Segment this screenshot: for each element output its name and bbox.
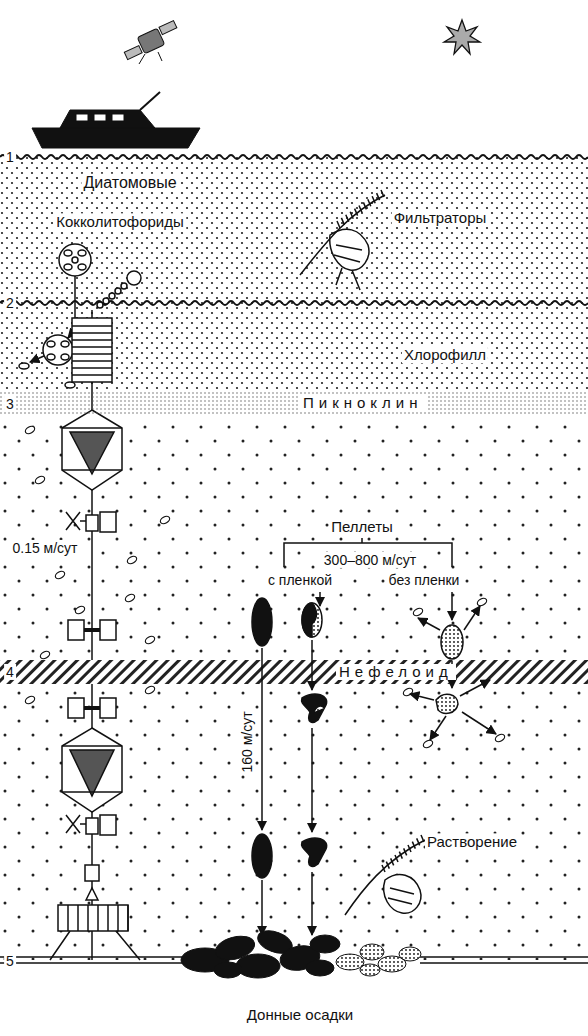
speed-label: 300–800 м/сут [322, 552, 418, 568]
band-label: Нефелоид [336, 664, 456, 681]
coccolith [144, 635, 156, 646]
organism-label: Фильтраторы [392, 209, 489, 226]
layer-number: 3 [4, 396, 16, 412]
layer-label: Хлорофилл [402, 346, 488, 363]
coccolith [126, 555, 138, 566]
coccolith [39, 650, 51, 661]
sediment-label: Донные осадки [245, 1006, 355, 1023]
coccolith [144, 685, 156, 696]
plankton-label: Диатомовые [81, 174, 178, 192]
layer-number: 2 [4, 295, 16, 311]
coccolith [476, 597, 488, 608]
coccolith [124, 593, 136, 604]
coccolith [24, 425, 36, 436]
layer-number: 1 [4, 149, 16, 165]
pellet-type: с пленкой [266, 572, 334, 588]
process-label: Растворение [425, 833, 519, 850]
coccolith [402, 687, 414, 698]
layer-number: 5 [4, 953, 16, 969]
layer-number: 4 [4, 664, 16, 680]
coccolith [422, 739, 434, 750]
coccolith [24, 695, 36, 706]
coccolith [159, 515, 171, 526]
coccolith [54, 570, 66, 581]
speed-label: 0.15 м/сут [10, 540, 79, 556]
coccolith [412, 607, 424, 618]
pycnocline-band: Пикноклин [0, 392, 588, 415]
coccolith [34, 475, 46, 486]
pellet-type: без пленки [387, 572, 462, 588]
nepheloid-band: Нефелоид [0, 660, 588, 684]
speed-label: 160 м/сут [239, 709, 255, 774]
plankton-label: Кокколитофориды [54, 213, 186, 230]
coccolith [494, 733, 506, 744]
pellet-label: Пеллеты [329, 518, 395, 535]
band-label: Пикноклин [300, 395, 426, 412]
coccolith [74, 605, 86, 616]
